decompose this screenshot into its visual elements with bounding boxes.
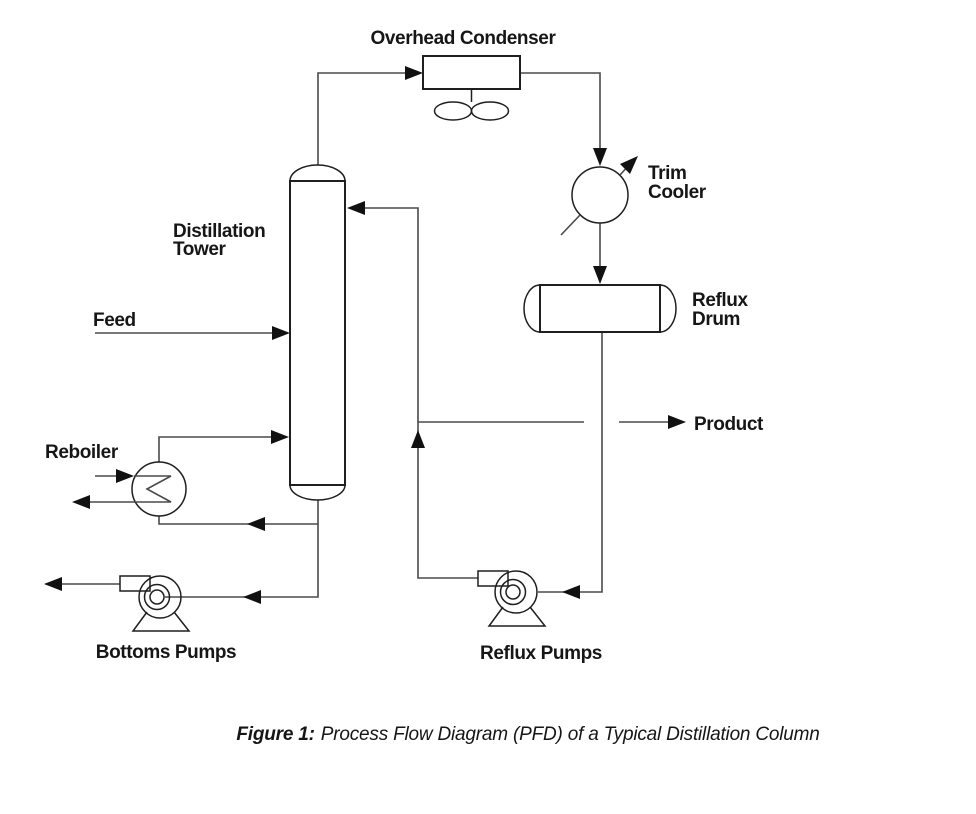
overhead-condenser-symbol — [422, 55, 521, 121]
arrowhead-into-bottoms-pump-icon — [243, 590, 261, 604]
tower-top-head — [289, 164, 346, 182]
product-label: Product — [694, 414, 764, 435]
pump-casing — [138, 575, 182, 619]
pump-impeller-ring — [499, 578, 527, 606]
arrowhead-reflux-into-tower-icon — [347, 201, 365, 215]
condenser-fan-blade-icon — [470, 101, 510, 121]
trim-cooler-diagonal-lower — [560, 214, 581, 236]
pump-discharge-nozzle — [119, 575, 151, 592]
drum-right-head — [659, 284, 677, 333]
pump-casing — [494, 570, 538, 614]
reflux-drum-symbol — [523, 284, 677, 333]
distillation-tower-label-line2: Tower — [173, 239, 227, 260]
pump-impeller-eye — [149, 589, 165, 605]
trim-cooler-label-line1: Trim — [648, 163, 687, 184]
reflux-drum-label-line1: Reflux — [692, 290, 749, 311]
reboiler-symbol — [131, 461, 187, 517]
arrowhead-bottoms-product-icon — [44, 577, 62, 591]
pfd-diagram: Overhead Condenser Distillation Tower Fe… — [44, 28, 764, 664]
feed-label: Feed — [93, 310, 136, 331]
pump-impeller-ring — [143, 583, 171, 611]
drum-shell — [539, 284, 661, 333]
bottoms-pump-symbol — [119, 575, 191, 632]
stream-bottoms-to-reboiler-line — [158, 516, 318, 525]
pump-discharge-nozzle — [477, 570, 509, 587]
condenser-fan-blade-icon — [433, 101, 473, 121]
stream-overhead-vapor-line — [317, 72, 420, 165]
trim-cooler-symbol — [560, 156, 638, 236]
condenser-body — [422, 55, 521, 90]
arrowhead-into-trim-cooler-icon — [593, 148, 607, 166]
reflux-pump-symbol — [477, 570, 547, 627]
arrowhead-heating-in-icon — [116, 469, 134, 483]
reboiler-tube-zigzag — [134, 475, 172, 503]
arrowhead-vapor-into-tower-icon — [271, 430, 289, 444]
distillation-tower-label-line1: Distillation — [173, 221, 265, 242]
arrowhead-into-reflux-pump-icon — [562, 585, 580, 599]
arrowhead-trim-cooler-icon — [620, 156, 638, 174]
stream-condenser-to-cooler-line — [520, 72, 601, 163]
arrowhead-product-icon — [668, 415, 686, 429]
stream-reboiler-vapor-line — [158, 436, 280, 462]
reflux-drum-label-line2: Drum — [692, 309, 740, 330]
equipment-labels: Overhead Condenser Distillation Tower Fe… — [45, 28, 764, 664]
tower-bottom-head — [289, 484, 346, 501]
arrowhead-into-condenser-icon — [405, 66, 423, 80]
arrowhead-riser-up-icon — [411, 430, 425, 448]
pump-base — [487, 606, 547, 627]
drum-left-head — [523, 284, 541, 333]
reboiler-label: Reboiler — [45, 442, 119, 463]
reboiler-shell — [131, 461, 187, 517]
arrowhead-into-reboiler-icon — [247, 517, 265, 531]
arrowhead-into-reflux-drum-icon — [593, 266, 607, 284]
figure-caption: Figure 1:Process Flow Diagram (PFD) of a… — [80, 724, 976, 746]
process-stream-lines — [44, 66, 686, 604]
tower-shell — [289, 180, 346, 486]
arrowhead-heating-out-icon — [72, 495, 90, 509]
bottoms-pumps-label: Bottoms Pumps — [96, 642, 236, 663]
pump-impeller-eye — [505, 584, 521, 600]
overhead-condenser-label: Overhead Condenser — [371, 28, 557, 49]
stream-drum-to-pump-line — [538, 332, 603, 593]
trim-cooler-label-line2: Cooler — [648, 182, 707, 203]
reflux-pumps-label: Reflux Pumps — [480, 643, 602, 664]
stream-reflux-return-line — [350, 207, 478, 579]
stream-bottoms-line — [165, 500, 319, 598]
figure-caption-number: Figure 1: — [236, 724, 315, 745]
arrowhead-feed-into-tower-icon — [272, 326, 290, 340]
trim-cooler-shell — [571, 166, 629, 224]
distillation-tower-symbol — [289, 164, 346, 501]
figure-caption-text: Process Flow Diagram (PFD) of a Typical … — [320, 724, 820, 745]
pump-base — [131, 611, 191, 632]
